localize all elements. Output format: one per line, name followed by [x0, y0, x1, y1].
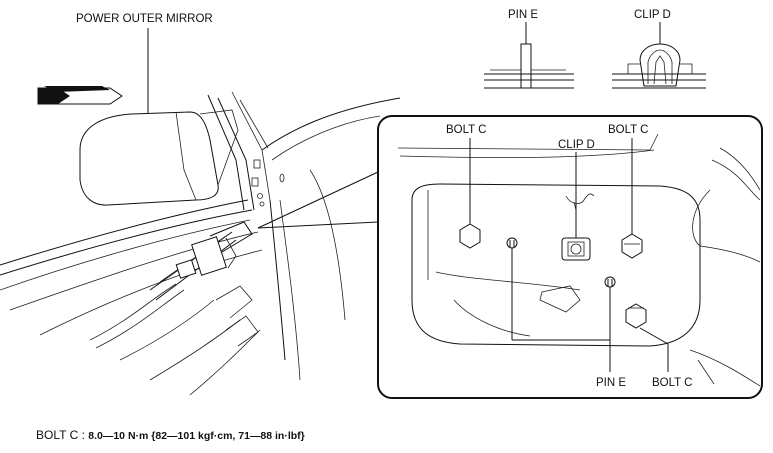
label-pin-e-top: PIN E: [508, 9, 538, 21]
bolt-c-hex-right: [621, 233, 643, 259]
pin-e-right: [604, 276, 616, 372]
pin-e-left: [506, 237, 610, 341]
detail-view: [377, 115, 763, 399]
door-scene: [0, 28, 401, 396]
pin-e-icon: [484, 22, 574, 89]
label-bolt-c-right: BOLT C: [608, 124, 648, 136]
torque-spec-value: 8.0—10 N·m {82—101 kgf·cm, 71—88 in·lbf}: [88, 430, 305, 442]
label-pin-e-bottom: PIN E: [596, 377, 626, 389]
label-bolt-c-bottom: BOLT C: [652, 377, 692, 389]
label-bolt-c-left: BOLT C: [446, 124, 486, 136]
clip-d-detail: [561, 152, 591, 261]
label-clip-d-top: CLIP D: [634, 9, 671, 21]
bolt-c-hex-left: [459, 223, 481, 249]
clip-d-icon: [612, 22, 706, 89]
torque-spec-name: BOLT C :: [36, 428, 85, 442]
label-clip-d-detail: CLIP D: [558, 139, 595, 151]
bolt-c-hex-bottom: [625, 303, 647, 329]
mirror-housing: [79, 111, 219, 206]
front-arrow-icon: [37, 86, 123, 105]
torque-spec: BOLT C : 8.0—10 N·m {82—101 kgf·cm, 71—8…: [36, 428, 305, 442]
label-power-outer-mirror: POWER OUTER MIRROR: [76, 13, 213, 25]
